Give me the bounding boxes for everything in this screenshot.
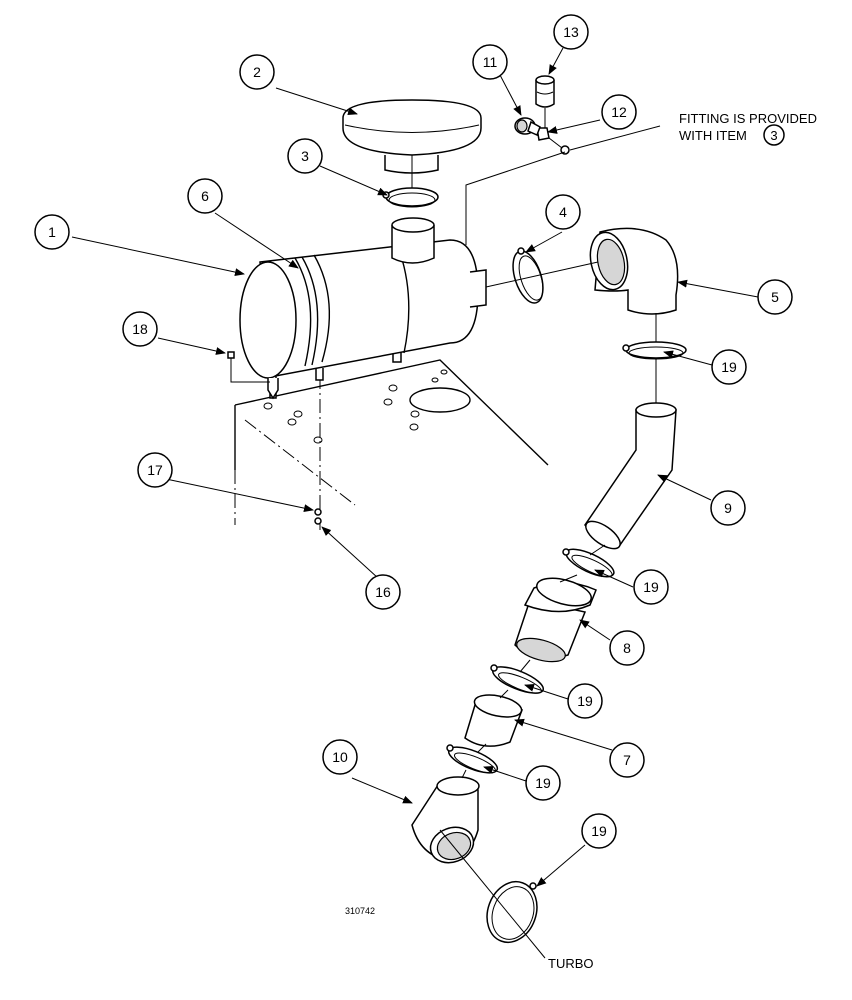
callout-16-label: 16: [375, 584, 391, 600]
leader-arrows: [71, 47, 759, 887]
callout-2-label: 2: [253, 64, 261, 80]
coupling-item-7: [464, 694, 524, 747]
callout-7-label: 7: [623, 752, 631, 768]
callout-19-a-label: 19: [721, 359, 737, 375]
callout-16: 16: [365, 574, 401, 610]
fitting-note: FITTING IS PROVIDED WITH ITEM 3: [679, 111, 817, 146]
callout-19-a: 19: [711, 349, 747, 385]
note-item-ref: 3: [770, 128, 777, 143]
callout-19-d: 19: [525, 765, 561, 801]
callout-6-label: 6: [201, 188, 209, 204]
clamp-19-third: [490, 664, 545, 694]
mounting-plate: [234, 359, 549, 530]
clamp-19-bottom: [486, 880, 538, 944]
callout-9-label: 9: [724, 500, 732, 516]
clamp-item-3: [382, 187, 439, 208]
note-line-1: FITTING IS PROVIDED: [679, 111, 817, 126]
hump-hose-item-8: [514, 577, 597, 663]
callout-17-label: 17: [147, 462, 163, 478]
callout-1: 1: [34, 214, 70, 250]
callout-19-e: 19: [581, 813, 617, 849]
callout-13: 13: [553, 14, 589, 50]
air-cleaner-body: [239, 217, 487, 400]
callout-19-c: 19: [567, 683, 603, 719]
clamp-19-upper: [622, 341, 687, 360]
callout-7: 7: [609, 742, 645, 778]
center-lines: [411, 125, 661, 959]
callout-11: 11: [472, 44, 508, 80]
restriction-indicator-assembly: [514, 75, 570, 155]
callout-18-label: 18: [132, 321, 148, 337]
callout-6: 6: [187, 178, 223, 214]
callout-19-c-label: 19: [577, 693, 593, 709]
turbo-label: TURBO: [548, 956, 594, 971]
callout-19-d-label: 19: [535, 775, 551, 791]
callout-3: 3: [287, 138, 323, 174]
callout-19-b-label: 19: [643, 579, 659, 595]
clamp-19-fourth: [446, 744, 499, 774]
tube-item-9: [584, 402, 677, 550]
callout-4-label: 4: [559, 204, 567, 220]
callout-19-b: 19: [633, 569, 669, 605]
callout-12: 12: [601, 94, 637, 130]
callout-19-e-label: 19: [591, 823, 607, 839]
callout-10-label: 10: [332, 749, 348, 765]
callout-10: 10: [322, 739, 358, 775]
rain-cap: [342, 99, 482, 174]
callout-17: 17: [137, 452, 173, 488]
callout-5: 5: [757, 279, 793, 315]
callout-8: 8: [609, 630, 645, 666]
callout-9: 9: [710, 490, 746, 526]
callout-2: 2: [239, 54, 275, 90]
callout-5-label: 5: [771, 289, 779, 305]
elbow-item-10: [411, 776, 480, 864]
small-parts: [227, 351, 322, 525]
callout-13-label: 13: [563, 24, 579, 40]
elbow-item-5: [589, 227, 679, 315]
clamp-item-4: [512, 247, 544, 304]
callout-4: 4: [545, 194, 581, 230]
callout-8-label: 8: [623, 640, 631, 656]
callout-12-label: 12: [611, 104, 627, 120]
drawing-number: 310742: [345, 906, 375, 916]
callout-1-label: 1: [48, 224, 56, 240]
callout-18: 18: [122, 311, 158, 347]
note-line-2: WITH ITEM: [679, 128, 747, 143]
callout-3-label: 3: [301, 148, 309, 164]
callout-11-label: 11: [483, 54, 498, 70]
